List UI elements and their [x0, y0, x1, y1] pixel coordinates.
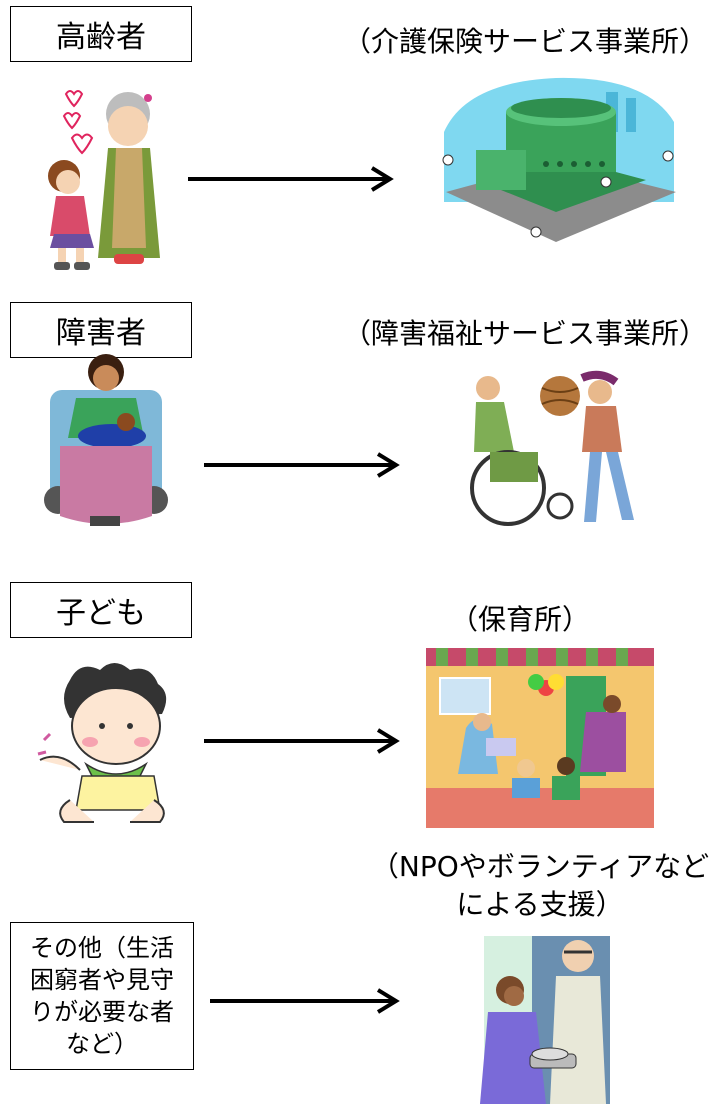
arrow-right-1	[188, 166, 394, 192]
label-others-line-3: りが必要な者	[30, 998, 174, 1026]
label-others: その他（生活 困窮者や見守 りが必要な者 など）	[10, 922, 194, 1070]
arrow-right-4	[210, 988, 400, 1014]
nursery-room-icon	[426, 648, 654, 828]
care-facility-building-icon	[442, 77, 676, 242]
label-others-line-4: など）	[66, 1030, 138, 1058]
label-child: 子ども	[10, 582, 192, 638]
label-elderly: 高齢者	[10, 6, 192, 62]
arrow-right-2	[204, 452, 400, 478]
label-others-line-2: 困窮者や見守	[30, 966, 174, 994]
label-child-text: 子ども	[56, 596, 146, 631]
label-disabled-text: 障害者	[56, 316, 146, 351]
label-others-line-1: その他（生活	[30, 934, 174, 962]
wheelchair-and-ball-play-icon	[470, 370, 634, 526]
caption-disability-service: （障害福祉サービス事業所）	[342, 317, 707, 350]
elderly-woman-with-child-icon	[48, 90, 160, 270]
volunteer-delivering-meal-icon	[480, 936, 610, 1104]
arrow-right-3	[204, 728, 400, 754]
caption-npo-line-1: （NPOやボランティアなど	[370, 850, 710, 883]
baby-icon	[37, 663, 167, 823]
caption-npo-support: （NPOやボランティアなど による支援）	[360, 848, 720, 924]
label-elderly-text: 高齢者	[56, 20, 146, 55]
caption-npo-line-2: による支援）	[456, 888, 624, 921]
wheelchair-user-with-child-icon	[44, 354, 168, 526]
caption-nursery: （保育所）	[449, 603, 590, 636]
caption-care-service: （介護保険サービス事業所）	[342, 25, 707, 58]
